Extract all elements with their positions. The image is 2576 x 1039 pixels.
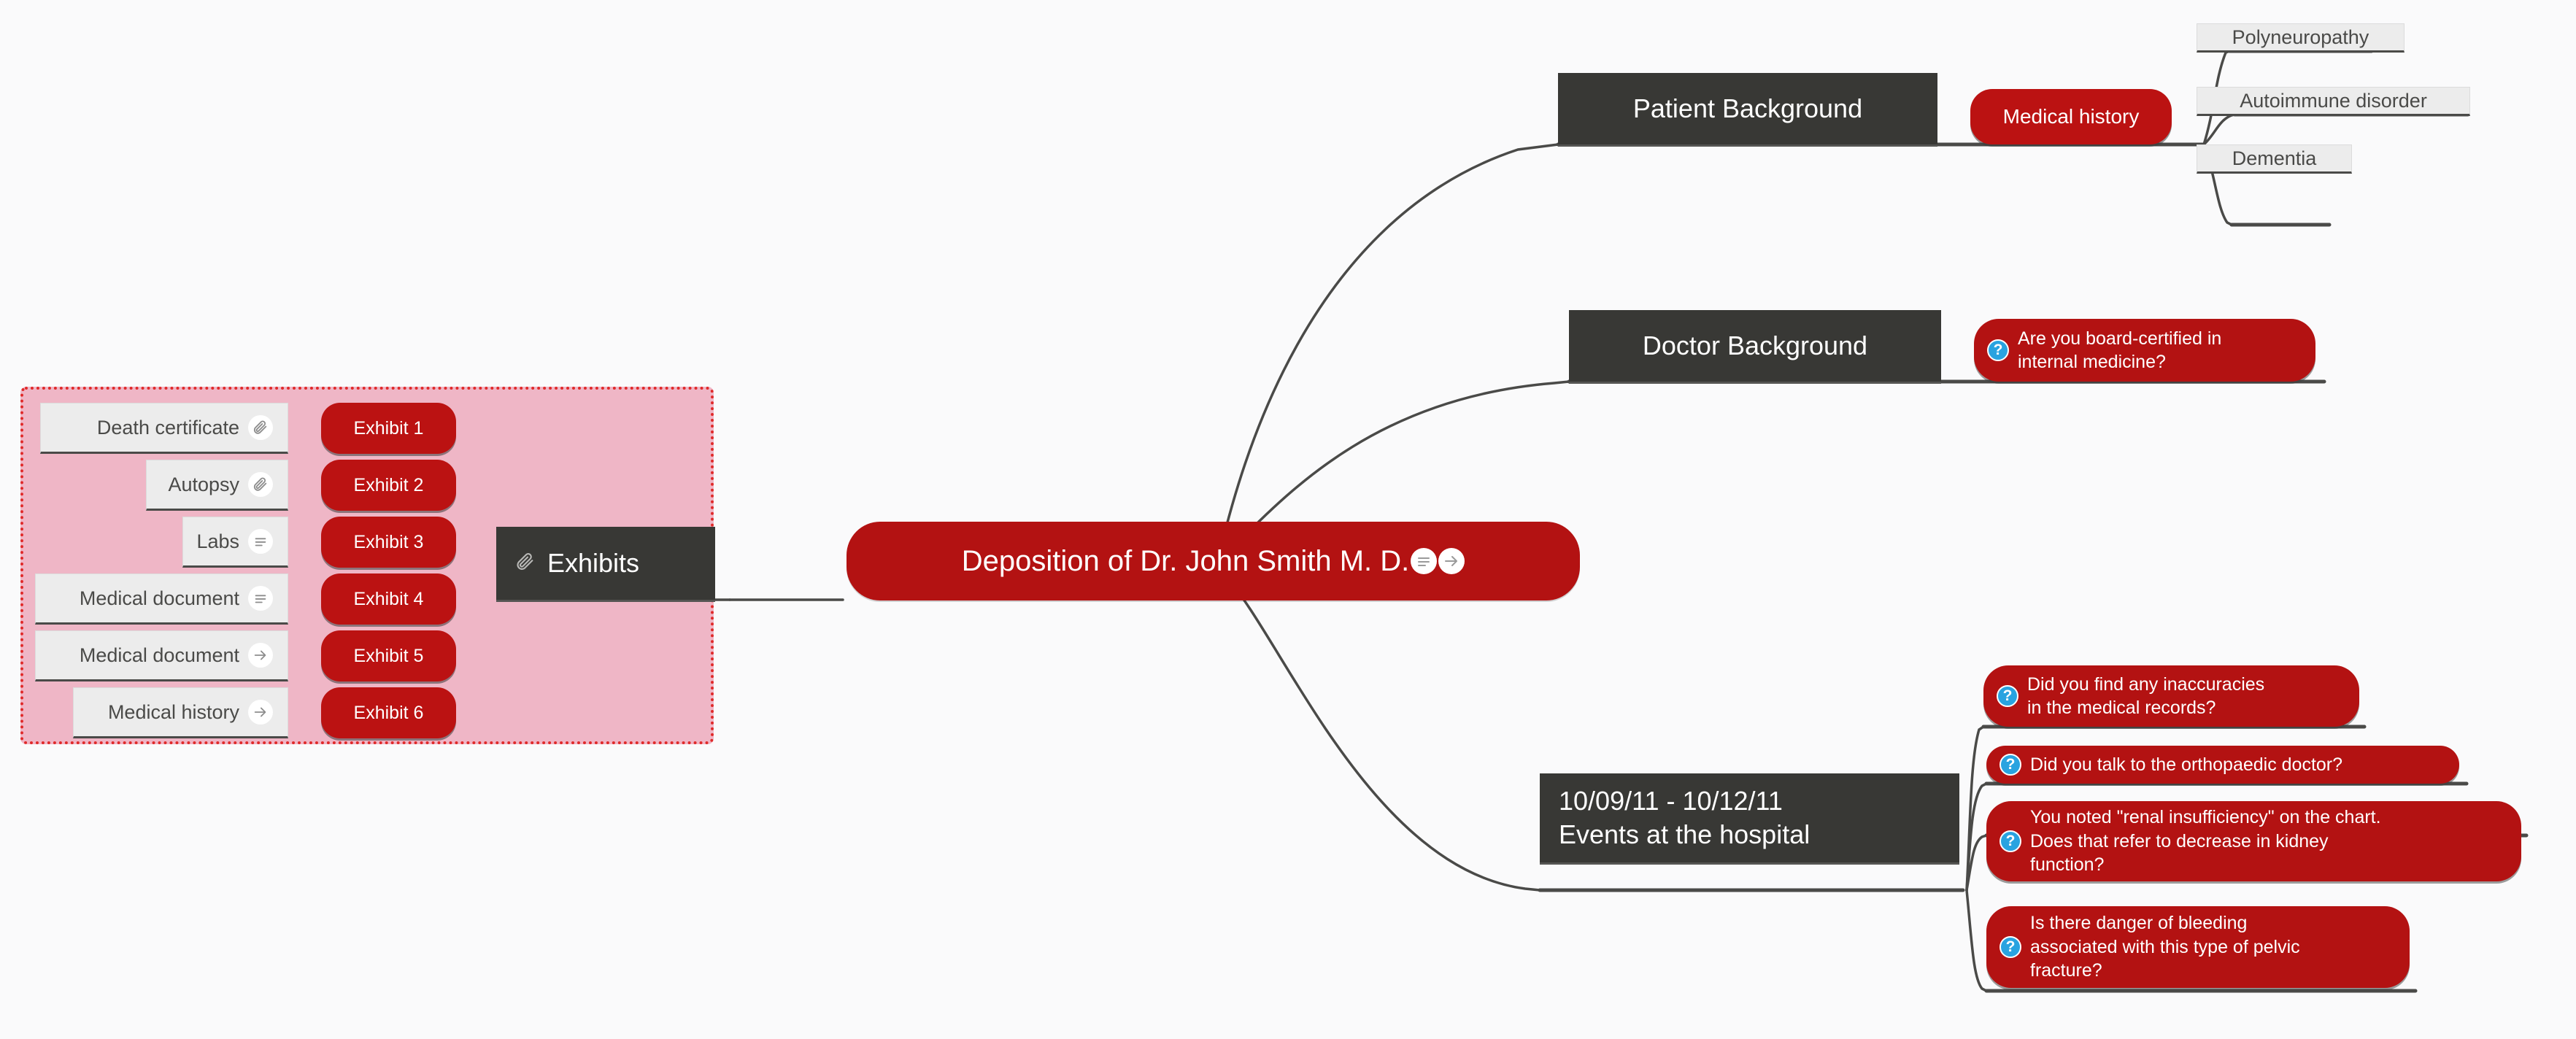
exhibit-document-3[interactable]: Labs [182,517,288,568]
note-icon[interactable] [1411,548,1438,574]
leaf-polyneuropathy[interactable]: Polyneuropathy [2197,23,2405,53]
exhibit-pill-label-1: Exhibit 1 [353,417,424,439]
exhibit-document-label-4: Medical document [79,587,239,609]
exhibit-document-label-6: Medical history [107,700,239,723]
arrow-right-icon [248,700,273,725]
topic-exhibits[interactable]: Exhibits [496,527,715,600]
question-badge-icon: ? [2000,830,2021,852]
topic-exhibits-label: Exhibits [547,548,640,578]
exhibit-pill-6[interactable]: Exhibit 6 [321,687,456,738]
question-badge-icon: ? [2000,936,2021,958]
question-orthopaedic-doctor-label: Did you talk to the orthopaedic doctor? [2030,754,2343,775]
question-inaccuracies-records[interactable]: ? Did you find any inaccuracies in the m… [1983,665,2359,727]
paperclip-icon [515,548,536,579]
question-badge-icon: ? [1987,339,2009,361]
paperclip-icon [248,415,273,440]
exhibit-pill-1[interactable]: Exhibit 1 [321,403,456,454]
question-badge-icon: ? [2000,754,2021,776]
exhibit-document-2[interactable]: Autopsy [146,460,288,511]
leaf-autoimmune-disorder[interactable]: Autoimmune disorder [2197,87,2470,116]
subtopic-medical-history-label: Medical history [2002,105,2140,128]
topic-patient-background-label: Patient Background [1632,93,1863,123]
exhibit-pill-3[interactable]: Exhibit 3 [321,517,456,568]
exhibit-document-label-5: Medical document [79,644,239,666]
root-node-label: Deposition of Dr. John Smith M. D. [961,544,1410,577]
question-bleeding-pelvic-fracture-label: Is there danger of bleeding associated w… [2030,913,2300,981]
exhibit-pill-label-6: Exhibit 6 [353,702,424,723]
exhibit-pill-4[interactable]: Exhibit 4 [321,573,456,625]
topic-hospital-events-line1: 10/09/11 - 10/12/11 [1559,785,1783,816]
topic-doctor-background[interactable]: Doctor Background [1569,310,1941,382]
exhibit-document-label-2: Autopsy [168,473,239,495]
topic-hospital-events[interactable]: 10/09/11 - 10/12/11 Events at the hospit… [1540,773,1959,862]
question-board-certified[interactable]: ? Are you board-certified in internal me… [1974,319,2315,382]
leaf-polyneuropathy-label: Polyneuropathy [2232,26,2369,48]
exhibit-pill-label-4: Exhibit 4 [353,588,424,609]
leaf-dementia[interactable]: Dementia [2197,144,2352,174]
note-icon [248,529,273,554]
root-node[interactable]: Deposition of Dr. John Smith M. D. [847,522,1580,600]
leaf-autoimmune-disorder-label: Autoimmune disorder [2240,89,2427,112]
arrow-right-icon[interactable] [1438,548,1465,574]
question-orthopaedic-doctor[interactable]: ? Did you talk to the orthopaedic doctor… [1986,746,2459,784]
paperclip-icon [248,472,273,497]
exhibit-pill-2[interactable]: Exhibit 2 [321,460,456,511]
topic-patient-background[interactable]: Patient Background [1558,73,1937,144]
exhibit-document-label-1: Death certificate [96,416,239,439]
subtopic-medical-history[interactable]: Medical history [1970,89,2172,144]
exhibit-document-label-3: Labs [196,530,239,552]
arrow-right-icon [248,643,273,668]
question-badge-icon: ? [1997,685,2018,707]
exhibit-pill-label-3: Exhibit 3 [353,531,424,552]
exhibit-pill-5[interactable]: Exhibit 5 [321,630,456,681]
exhibit-document-5[interactable]: Medical document [35,630,288,681]
topic-hospital-events-line2: Events at the hospital [1559,819,1810,849]
question-renal-insufficiency[interactable]: ? You noted "renal insufficiency" on the… [1986,801,2521,881]
question-renal-insufficiency-label: You noted "renal insufficiency" on the c… [2030,807,2381,876]
question-bleeding-pelvic-fracture[interactable]: ? Is there danger of bleeding associated… [1986,906,2410,988]
exhibit-pill-label-5: Exhibit 5 [353,645,424,666]
exhibit-document-1[interactable]: Death certificate [40,403,288,454]
leaf-dementia-label: Dementia [2232,147,2317,169]
topic-doctor-background-label: Doctor Background [1642,331,1868,360]
question-board-certified-label: Are you board-certified in internal medi… [2018,328,2222,373]
exhibit-document-4[interactable]: Medical document [35,573,288,625]
note-icon [248,586,273,611]
question-inaccuracies-records-label: Did you find any inaccuracies in the med… [2027,673,2265,719]
exhibit-document-6[interactable]: Medical history [73,687,288,738]
exhibit-pill-label-2: Exhibit 2 [353,474,424,495]
